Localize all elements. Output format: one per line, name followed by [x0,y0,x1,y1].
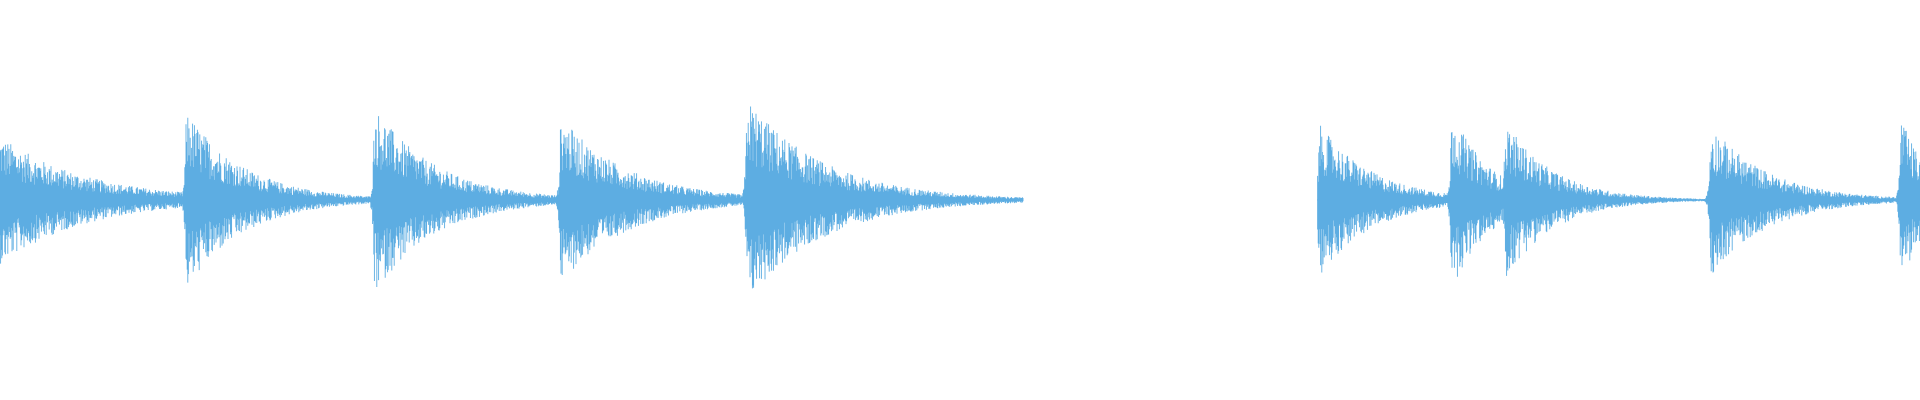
waveform-path [0,106,1920,289]
